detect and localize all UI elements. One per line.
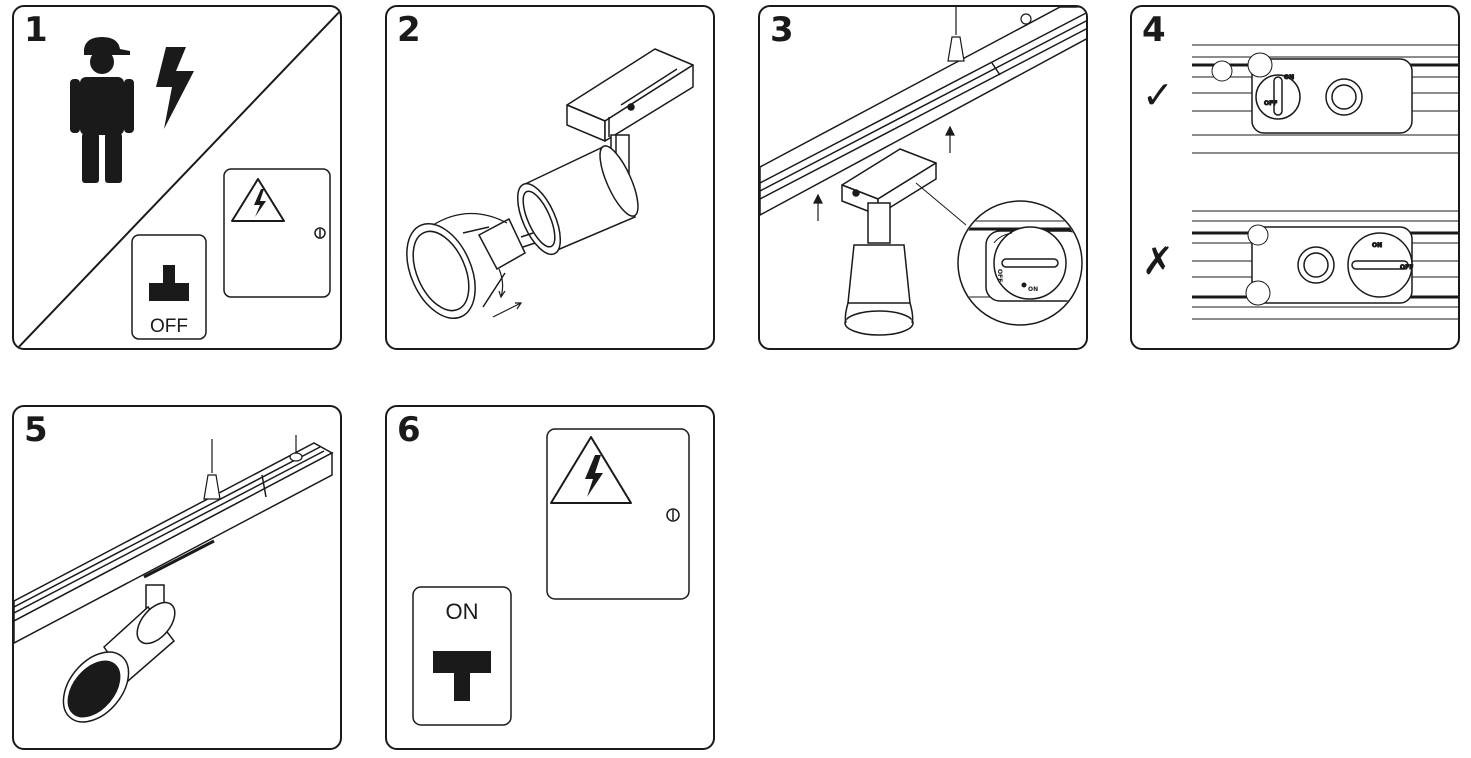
step-number: 6 [397, 410, 421, 450]
step-2-panel: 2 [385, 5, 715, 350]
step-1-panel: 1 OFF [12, 5, 342, 350]
distribution-box [223, 168, 331, 298]
step-2-illustration [406, 48, 694, 320]
track-rail [760, 7, 1086, 216]
switch-off-label: OFF [150, 316, 188, 337]
person-icon [70, 37, 134, 183]
dial-off-label-correct: OFF [1264, 100, 1277, 107]
dial-off-label-wrong: OFF [1400, 264, 1413, 271]
step-number: 4 [1142, 10, 1166, 50]
step-number: 2 [397, 10, 421, 50]
step-5-panel: 5 [12, 405, 342, 750]
dial-detail-magnifier: OFF ON [957, 200, 1083, 326]
wall-switch-icon [131, 234, 207, 340]
step-1-illustration [16, 9, 340, 348]
correct-orientation-diagram: ON OFF [1192, 44, 1458, 154]
correct-check-icon: ✓ [1142, 73, 1174, 117]
dial-on-label-wrong: ON [1372, 242, 1382, 249]
wrong-cross-icon: ✗ [1142, 239, 1174, 283]
step-3-illustration: OFF ON [760, 7, 1086, 336]
step-number: 3 [770, 10, 794, 50]
callout-line [915, 182, 967, 226]
step-4-illustration: ON OFF ON OFF [1192, 44, 1458, 320]
switch-on-label: ON [445, 599, 479, 624]
gu10-bulb [406, 217, 536, 320]
suspension-wire [947, 7, 1032, 62]
dial-on-label: ON [1028, 286, 1038, 293]
mounted-spotlight [62, 584, 176, 723]
track-adapter [566, 48, 694, 142]
distribution-box [546, 428, 690, 600]
step-4-panel: 4 ON OFF [1130, 5, 1460, 350]
step-3-panel: 3 [758, 5, 1088, 350]
power-symbol-icon [314, 227, 326, 239]
step-number: 1 [24, 10, 48, 50]
dial-on-label-correct: ON [1284, 74, 1294, 81]
lamp-body [844, 202, 914, 336]
power-symbol-icon [666, 508, 680, 522]
rotation-arrows [432, 212, 523, 318]
step-6-illustration [412, 428, 690, 726]
step-6-panel: 6 ON [385, 405, 715, 750]
step-number: 5 [24, 410, 48, 450]
lamp-housing [516, 145, 639, 256]
lightning-icon [156, 47, 194, 129]
direction-arrows [813, 125, 955, 221]
dial-off-label: OFF [996, 269, 1003, 282]
suspension-wire [203, 435, 303, 500]
diagonal-divider [16, 9, 340, 348]
step-5-illustration [14, 435, 334, 723]
wall-switch-icon [412, 586, 512, 726]
wrong-orientation-diagram: ON OFF [1192, 210, 1458, 320]
